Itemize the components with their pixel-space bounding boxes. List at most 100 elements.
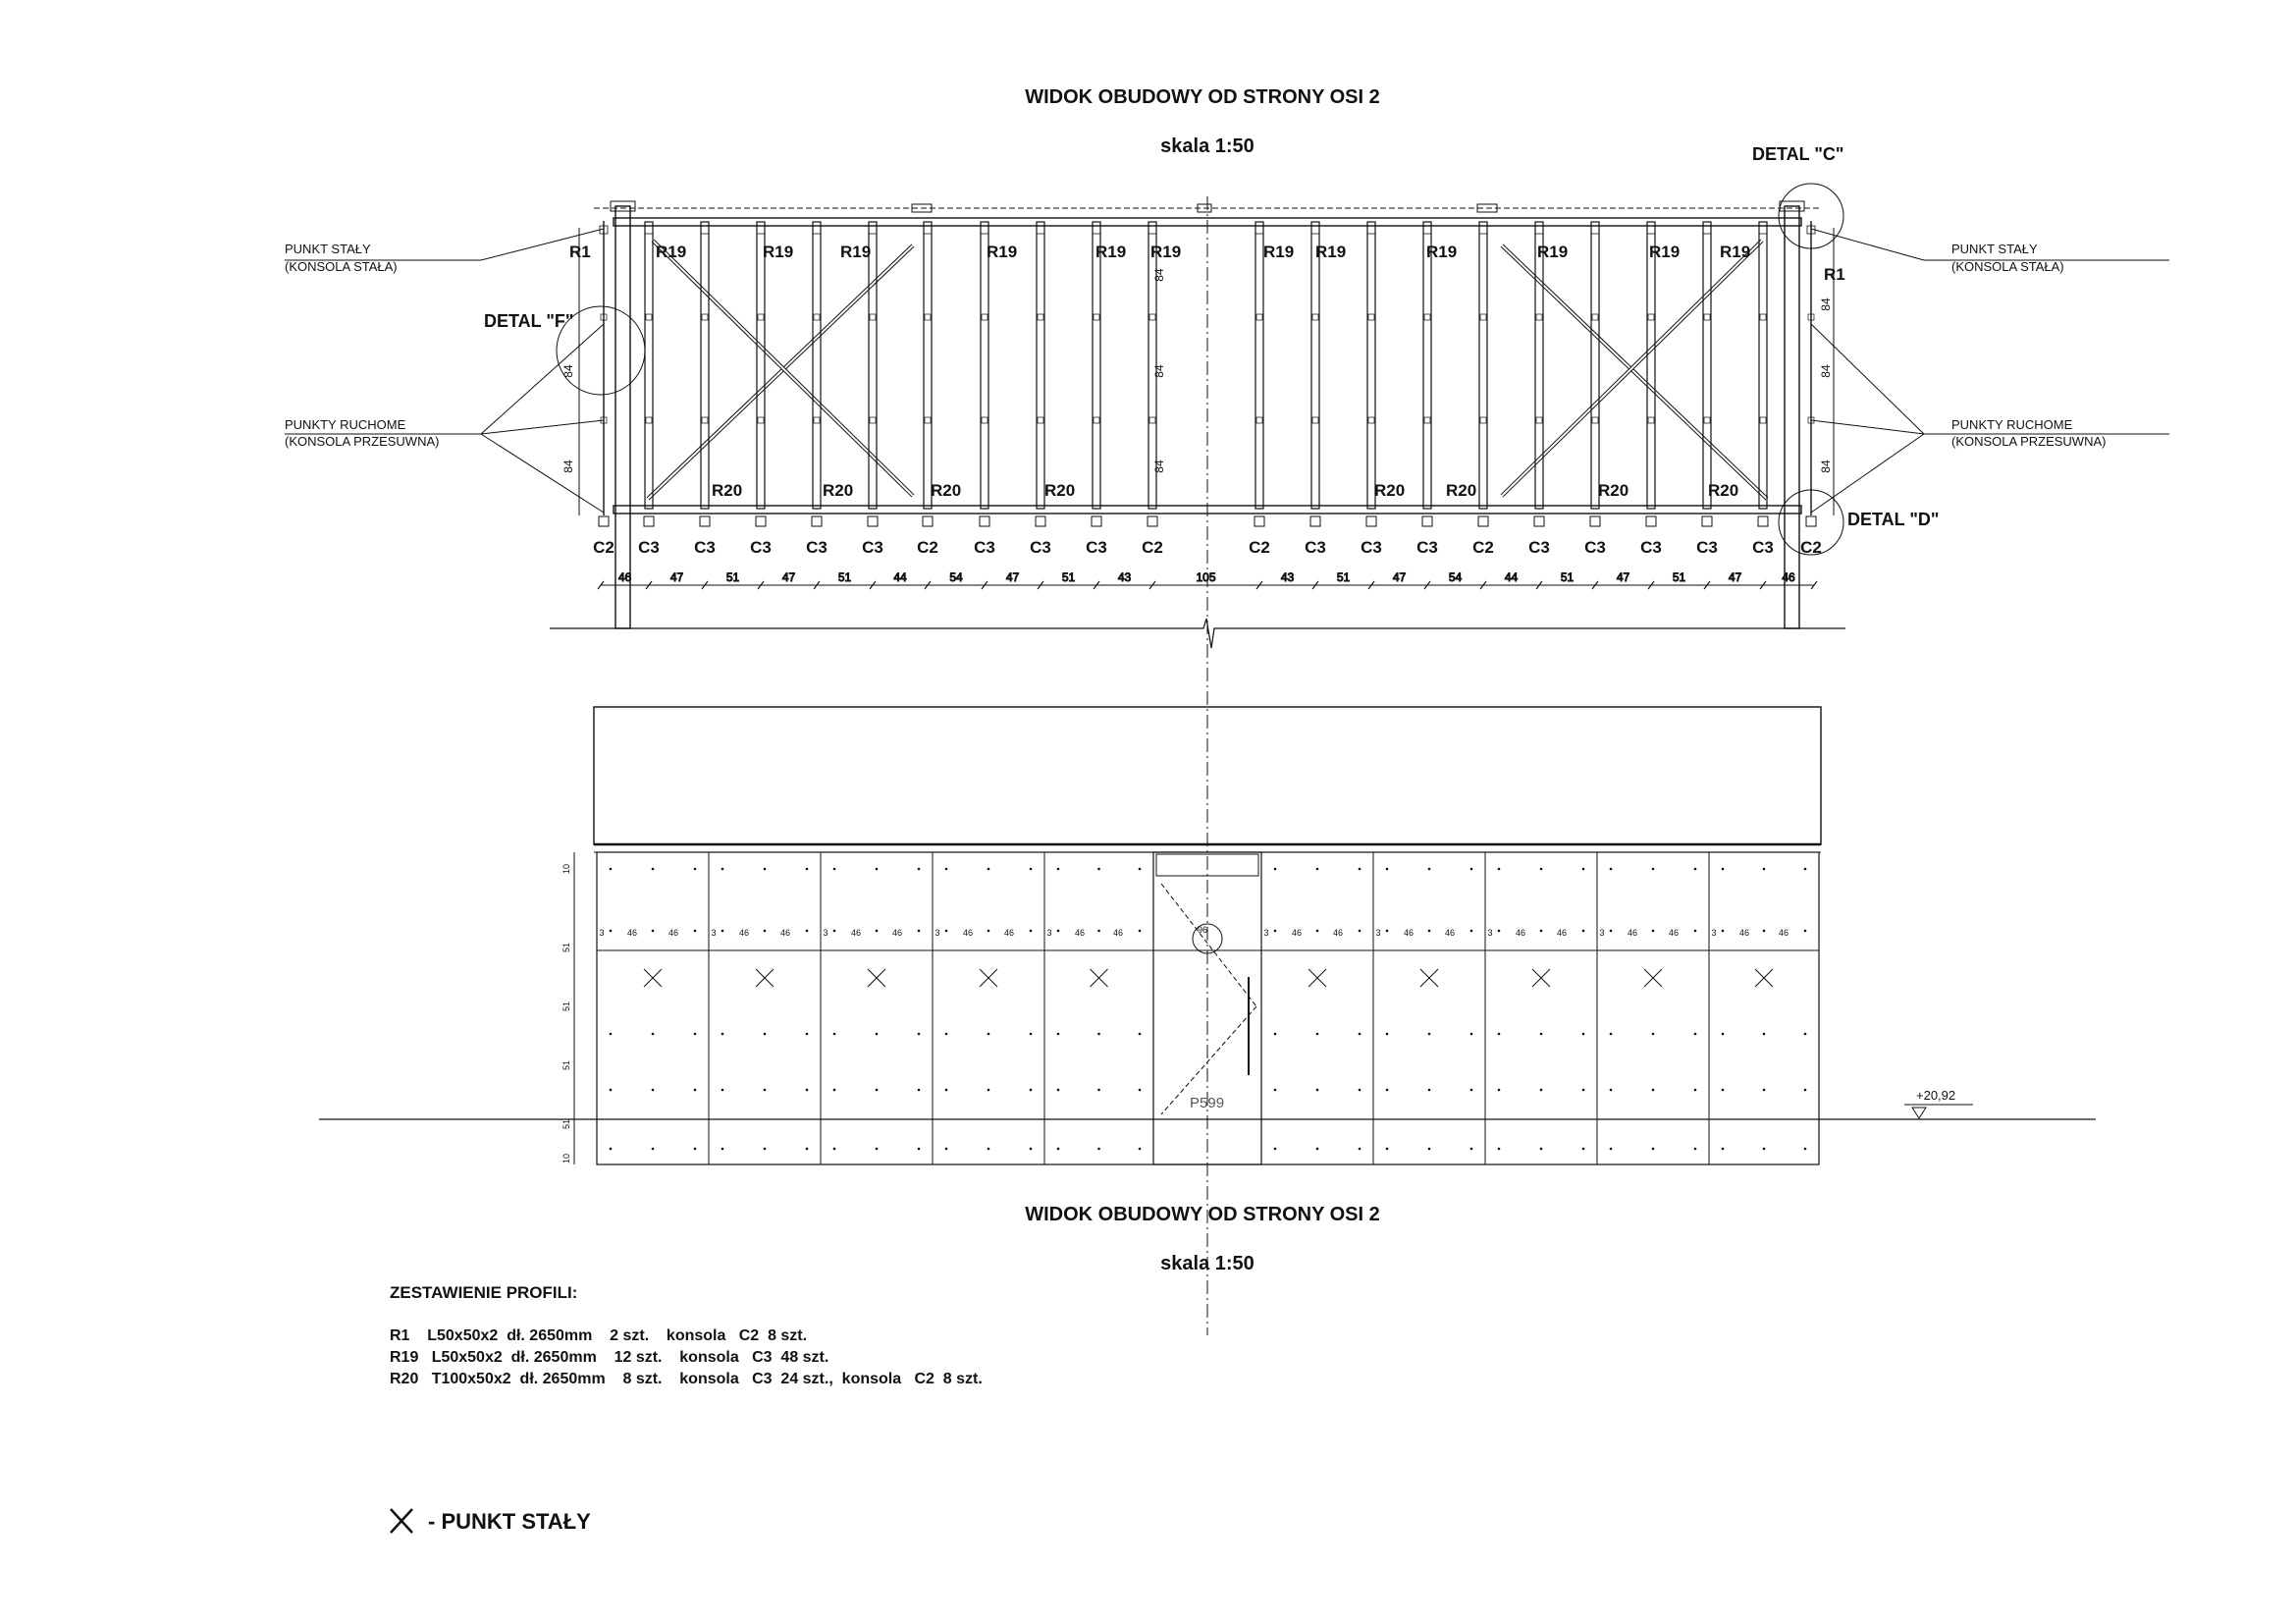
fixing-point	[1581, 1088, 1585, 1092]
fixing-point	[1539, 1088, 1543, 1092]
frame-post	[979, 221, 990, 527]
bracket-label: C3	[974, 538, 995, 557]
bottom-title: WIDOK OBUDOWY OD STRONY OSI 2	[1025, 1204, 1380, 1225]
frame-post	[1365, 221, 1377, 527]
profile-row-r20: R20 T100x50x2 dł. 2650mm 8 szt. konsola …	[390, 1371, 983, 1387]
panel-dim: 3	[934, 928, 939, 938]
fixing-point	[651, 867, 655, 871]
panel-dim: 46	[780, 928, 790, 938]
bracket-label: C3	[1752, 538, 1774, 557]
elevation-view	[319, 706, 2096, 1165]
fixing-point	[1762, 867, 1766, 871]
bracket-label: C2	[1800, 538, 1822, 557]
fixing-point	[1358, 929, 1362, 933]
fixing-point	[721, 1147, 724, 1151]
frame-post	[1589, 221, 1601, 527]
span-dimension: 51	[1673, 570, 1686, 584]
span-dimension: 51	[726, 570, 740, 584]
r19-label: R19	[656, 243, 686, 261]
panel-dim: 46	[1516, 928, 1525, 938]
vdim-left: 84	[561, 364, 575, 378]
fixing-point	[1273, 929, 1277, 933]
fixing-point	[832, 867, 836, 871]
fixed-point-cross-icon	[1754, 968, 1774, 988]
fixed-point-cross-icon	[979, 968, 998, 988]
dim-tick	[1647, 580, 1655, 590]
panel-dim: 46	[1739, 928, 1749, 938]
span-dimension: 51	[1062, 570, 1076, 584]
fixing-point	[1469, 929, 1473, 933]
span-dimension: 47	[1729, 570, 1742, 584]
fixed-point-cross-icon	[1643, 968, 1663, 988]
fixing-point	[1056, 867, 1060, 871]
bracket-label: C2	[1249, 538, 1270, 557]
fixing-point	[1497, 929, 1501, 933]
fixing-point	[944, 1088, 948, 1092]
bottom-scale: skala 1:50	[1160, 1253, 1255, 1274]
panel-dim: 46	[1004, 928, 1014, 938]
fixing-point	[1803, 867, 1807, 871]
r20-label: R20	[1598, 481, 1629, 500]
fixing-point	[1721, 867, 1725, 871]
panel-dim: 46	[892, 928, 902, 938]
fixing-point	[609, 929, 613, 933]
panel-dim: 46	[739, 928, 749, 938]
fixing-point	[1539, 929, 1543, 933]
r19-label: R19	[840, 243, 871, 261]
fixing-point	[1609, 1088, 1613, 1092]
fixing-point	[917, 867, 921, 871]
fixed-point-cross-icon	[390, 1508, 413, 1534]
fixing-point	[1273, 1032, 1277, 1036]
panel-dim: 46	[1557, 928, 1567, 938]
fixing-point	[609, 867, 613, 871]
dim-tick	[1148, 580, 1156, 590]
panel-dim: 46	[963, 928, 973, 938]
bracket-label: C3	[694, 538, 716, 557]
frame-post	[643, 221, 655, 527]
frame-post	[1254, 221, 1265, 527]
frame-post	[1701, 221, 1713, 527]
elevation-vdim: 51	[561, 1001, 571, 1011]
r20-label: R20	[1446, 481, 1476, 500]
panel-dim: 3	[1263, 928, 1268, 938]
fixing-point	[944, 1147, 948, 1151]
fixing-point	[609, 1147, 613, 1151]
fixing-point	[1721, 929, 1725, 933]
r19-label: R19	[987, 243, 1017, 261]
r20-label: R20	[1374, 481, 1405, 500]
callout-left-fixed-2: (KONSOLA STAŁA)	[285, 259, 398, 274]
panel-dim: 3	[1046, 928, 1051, 938]
fixed-point-cross-icon	[643, 968, 663, 988]
fixing-point	[1138, 1088, 1142, 1092]
frame-post	[1805, 221, 1817, 527]
bracket-label: C2	[593, 538, 614, 557]
fixing-point	[1693, 1088, 1697, 1092]
top-scale: skala 1:50	[1160, 135, 1255, 157]
panel-dim: 3	[711, 928, 716, 938]
fixing-point	[1385, 929, 1389, 933]
detail-f-label: DETAL "F"	[484, 311, 573, 331]
fixing-point	[1497, 1147, 1501, 1151]
r1-right-label: R1	[1824, 265, 1845, 284]
fixing-point	[944, 867, 948, 871]
fixing-point	[1469, 1032, 1473, 1036]
fixing-point	[1029, 1032, 1033, 1036]
fixed-point-cross-icon	[1308, 968, 1327, 988]
fixing-point	[1427, 929, 1431, 933]
dim-tick	[597, 580, 605, 590]
fixing-point	[1693, 929, 1697, 933]
fixing-point	[1693, 1147, 1697, 1151]
r19-label: R19	[763, 243, 793, 261]
bracket-label: C2	[917, 538, 938, 557]
fixing-point	[721, 867, 724, 871]
fixing-point	[1385, 1147, 1389, 1151]
fixing-point	[1427, 1088, 1431, 1092]
r19-label: R19	[1095, 243, 1126, 261]
top-title: WIDOK OBUDOWY OD STRONY OSI 2	[1025, 86, 1380, 108]
frame-post	[1421, 221, 1433, 527]
fixing-point	[1469, 1088, 1473, 1092]
fixing-point	[987, 929, 990, 933]
r19-label: R19	[1315, 243, 1346, 261]
fixing-point	[1385, 1088, 1389, 1092]
